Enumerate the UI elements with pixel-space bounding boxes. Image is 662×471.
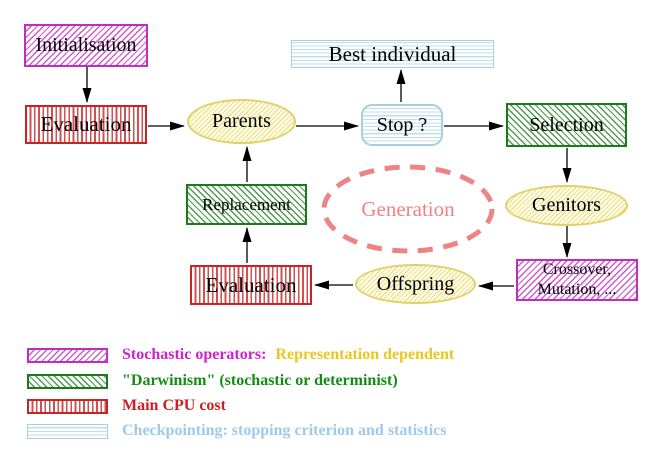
legend-label-checkpointing: Checkpointing: stopping criterion and st… <box>122 422 447 439</box>
node-parents-label: Parents <box>212 110 271 132</box>
node-genitors: Genitors <box>505 185 628 226</box>
node-offspring: Offspring <box>355 264 476 304</box>
node-stop-label: Stop ? <box>376 113 428 136</box>
node-evaluation-bottom-label: Evaluation <box>205 272 297 297</box>
node-stop: Stop ? <box>361 104 443 146</box>
node-generation: Generation <box>323 167 493 252</box>
crossover-line1: Crossover, <box>542 261 612 279</box>
legend-label-stochastic-operators: Stochastic operators: <box>122 346 267 363</box>
node-best-individual-label: Best individual <box>328 41 457 66</box>
node-evaluation-top: Evaluation <box>25 105 147 144</box>
legend-row-checkpointing: Checkpointing: stopping criterion and st… <box>27 421 446 441</box>
node-replacement-label: Replacement <box>202 194 291 214</box>
legend-swatch-red-stripes <box>27 398 108 414</box>
node-initialisation-label: Initialisation <box>35 34 137 56</box>
node-evaluation-bottom: Evaluation <box>190 265 312 305</box>
node-selection: Selection <box>506 103 627 147</box>
crossover-line2: Mutation, ... <box>537 281 617 298</box>
node-best-individual: Best individual <box>291 40 494 68</box>
node-evaluation-top-label: Evaluation <box>40 112 132 136</box>
node-parents: Parents <box>187 99 296 144</box>
node-offspring-label: Offspring <box>376 272 455 295</box>
node-generation-label: Generation <box>361 197 455 221</box>
legend-label-representation-dependent: Representation dependent <box>275 346 455 363</box>
legend-label-darwinism: "Darwinism" (stochastic or determinist) <box>122 372 398 389</box>
node-replacement: Replacement <box>186 184 307 225</box>
node-crossover-mutation-label: Crossover, Mutation, ... <box>538 260 617 299</box>
legend-row-stochastic-operators: Stochastic operators: Representation dep… <box>27 345 454 365</box>
node-initialisation: Initialisation <box>24 24 148 67</box>
node-genitors-label: Genitors <box>532 194 601 216</box>
legend-swatch-magenta-hatch <box>27 347 108 363</box>
node-crossover-mutation: Crossover, Mutation, ... <box>516 259 638 301</box>
node-selection-label: Selection <box>529 113 604 136</box>
legend-swatch-cyan-stripes <box>27 423 108 439</box>
legend-swatch-green-hatch <box>27 373 108 389</box>
legend-label-main-cpu-cost: Main CPU cost <box>122 397 226 414</box>
legend-row-darwinism: "Darwinism" (stochastic or determinist) <box>27 371 398 391</box>
legend-row-main-cpu-cost: Main CPU cost <box>27 396 226 416</box>
